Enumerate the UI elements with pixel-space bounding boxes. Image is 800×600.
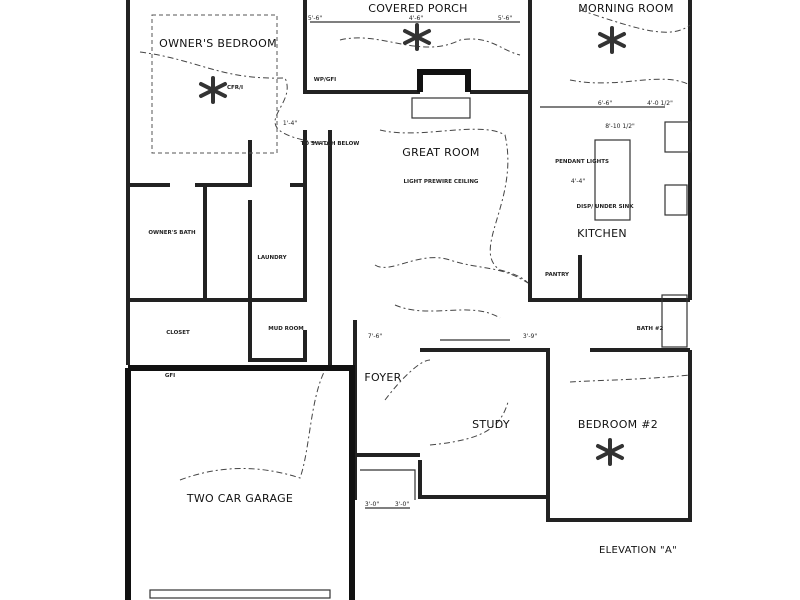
room-label-study: STUDY — [472, 418, 510, 431]
dimension-label: 8'-10 1/2" — [605, 123, 635, 130]
note-light-ceiling: LIGHT PREWIRE CEILING — [404, 179, 479, 185]
dimension-label: 5'-6" — [498, 15, 512, 22]
fireplace — [417, 69, 471, 92]
room-label-great-room: GREAT ROOM — [402, 146, 479, 159]
dimension-label: 4'-6" — [409, 15, 423, 22]
garage-door — [149, 589, 331, 599]
ceiling-fan-icon — [403, 23, 431, 51]
wiring — [379, 128, 529, 284]
dimension-line — [310, 21, 665, 509]
wiring — [429, 374, 691, 446]
room-label-bath-2: BATH #2 — [637, 326, 664, 332]
elevation-label: ELEVATION "A" — [599, 545, 677, 556]
foyer-walls — [353, 320, 420, 500]
note-wpgfi: WP/GFI — [314, 77, 336, 83]
room-label-foyer: FOYER — [364, 371, 401, 384]
note-gfi: GFI — [165, 373, 175, 379]
interior-wall-stair — [303, 130, 332, 300]
dimension-label: 6'-6" — [598, 100, 612, 107]
room-label-morning-room: MORNING ROOM — [578, 2, 674, 15]
dimension-label: 3'-9" — [523, 333, 537, 340]
note-switch-below: TO SWITCH BELOW — [301, 141, 360, 147]
bedroom2-walls — [546, 350, 692, 522]
refrigerator — [664, 121, 691, 153]
wiring — [179, 369, 326, 481]
interior-wall-mid — [128, 298, 332, 365]
hearth — [411, 97, 471, 119]
entry-closet — [360, 469, 416, 500]
note-disp: DISP/ UNDER SINK — [577, 204, 635, 210]
note-cfr: CFR/I — [227, 85, 243, 91]
garage-walls — [125, 365, 355, 600]
room-label-laundry: LAUNDRY — [257, 255, 287, 261]
dimension-label: 3'-0" — [395, 501, 409, 508]
note-pendant: PENDANT LIGHTS — [555, 159, 609, 165]
dimension-label: 5'-6" — [308, 15, 322, 22]
room-label-kitchen: KITCHEN — [577, 227, 627, 240]
wiring — [374, 257, 529, 284]
room-label-covered-porch: COVERED PORCH — [368, 2, 467, 15]
dimension-label: 3'-0" — [365, 501, 379, 508]
room-label-two-car-garage: TWO CAR GARAGE — [186, 492, 293, 505]
dimension-label: 4'-0 1/2" — [647, 100, 673, 107]
interior-wall-bath — [203, 183, 307, 302]
ceiling-fan-icon — [598, 26, 626, 54]
kitchen-island — [594, 139, 631, 221]
room-label-owners-bedroom: OWNER'S BEDROOM — [159, 37, 277, 50]
wiring — [384, 304, 501, 401]
wiring — [339, 37, 521, 56]
ceiling-fan-icon — [199, 76, 227, 104]
room-label-pantry: PANTRY — [545, 272, 570, 278]
dimension-label: 4'-4" — [571, 178, 585, 185]
wiring — [139, 51, 331, 146]
interior-wall-bath2 — [580, 298, 690, 352]
interior-wall-bedroom — [128, 140, 252, 300]
room-label-closet: CLOSET — [166, 330, 190, 336]
dimension-label: 7'-6" — [368, 333, 382, 340]
interior-wall-kitchen — [528, 92, 582, 302]
tray-ceiling — [151, 14, 278, 154]
tub — [661, 294, 688, 348]
room-label-owners-bath: OWNER'S BATH — [148, 230, 196, 236]
range — [664, 184, 688, 216]
room-label-mud-room: MUD ROOM — [268, 326, 303, 332]
wiring — [569, 9, 691, 86]
room-label-bedroom-2: BEDROOM #2 — [578, 418, 658, 431]
dimension-label: 1'-4" — [283, 120, 297, 127]
ceiling-fan-icon — [596, 438, 624, 466]
